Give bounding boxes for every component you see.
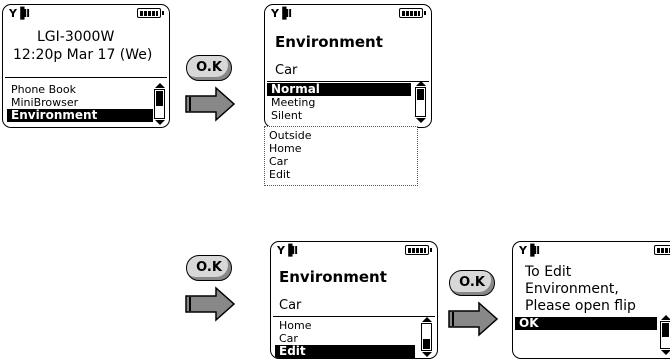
hidden-menu-items: Outside Home Car Edit: [264, 126, 418, 186]
battery-icon: [399, 8, 426, 18]
current-environment: Car: [275, 63, 298, 78]
divider: [273, 316, 435, 317]
scrollbar[interactable]: [421, 317, 432, 357]
battery-icon: [405, 245, 432, 255]
signal-icon: Y▐ll: [277, 244, 298, 257]
scroll-up-icon: [660, 315, 670, 320]
menu-item-meeting[interactable]: Meeting: [271, 96, 316, 109]
ok-button[interactable]: O.K: [449, 270, 495, 296]
signal-icon: Y▐ll: [519, 244, 540, 257]
menu-item-minibrowser[interactable]: MiniBrowser: [11, 96, 79, 109]
message-line-1: To Edit: [525, 264, 572, 280]
model-name: LGI-3000W: [37, 29, 115, 45]
menu-item-silent[interactable]: Silent: [271, 109, 303, 122]
scrollbar[interactable]: [660, 315, 670, 355]
menu-item-normal[interactable]: Normal: [267, 83, 411, 96]
screen-title: Environment: [279, 268, 387, 286]
screen-title: Environment: [275, 33, 383, 51]
divider: [5, 77, 167, 78]
message-menu: OK: [515, 317, 657, 330]
ok-button[interactable]: O.K: [186, 255, 232, 281]
scroll-up-icon: [154, 83, 165, 88]
message-line-2: Environment,: [525, 281, 619, 297]
scroll-down-icon: [415, 118, 426, 123]
scroll-down-icon: [421, 352, 432, 357]
signal-icon: Y▐ll: [9, 7, 30, 20]
scrollbar[interactable]: [154, 83, 165, 125]
scroll-up-icon: [421, 317, 432, 322]
menu-item-car[interactable]: Car: [279, 332, 298, 345]
scroll-up-icon: [415, 81, 426, 86]
main-menu: Phone Book MiniBrowser Environment: [7, 83, 153, 122]
phone-screen-environment: Y▐ll Environment Car Normal Meeting Sile…: [264, 4, 432, 128]
scroll-down-icon: [660, 350, 670, 355]
phone-screen-environment-edit: Y▐ll Environment Car Home Car Edit: [270, 241, 438, 359]
battery-icon: [137, 8, 164, 18]
phone-screen-idle: Y▐ll LGI-3000W 12:20p Mar 17 (We) Phone …: [2, 4, 170, 128]
right-arrow-icon: [185, 286, 236, 322]
scroll-down-icon: [154, 120, 165, 125]
right-arrow-icon: [185, 86, 236, 122]
environment-menu: Home Car Edit: [275, 319, 415, 358]
menu-item-phone-book[interactable]: Phone Book: [11, 83, 76, 96]
divider: [267, 81, 429, 82]
menu-item-edit[interactable]: Edit: [275, 345, 415, 358]
menu-item-home[interactable]: Home: [279, 319, 312, 332]
scrollbar[interactable]: [415, 81, 426, 123]
message-line-3: Please open flip: [525, 298, 636, 314]
ok-button[interactable]: O.K: [186, 55, 232, 81]
menu-item-home[interactable]: Home: [269, 142, 302, 155]
menu-item-car[interactable]: Car: [269, 155, 288, 168]
menu-item-environment[interactable]: Environment: [7, 109, 153, 122]
menu-item-edit[interactable]: Edit: [269, 168, 291, 181]
battery-icon: [654, 245, 670, 255]
menu-item-outside[interactable]: Outside: [269, 129, 312, 142]
ok-menu-item[interactable]: OK: [515, 317, 657, 330]
right-arrow-icon: [448, 301, 499, 337]
environment-menu: Normal Meeting Silent: [267, 83, 411, 122]
current-environment: Car: [279, 298, 302, 313]
phone-screen-message: Y▐ll To Edit Environment, Please open fl…: [512, 241, 670, 359]
date-time: 12:20p Mar 17 (We): [13, 47, 153, 63]
signal-icon: Y▐ll: [271, 7, 292, 20]
